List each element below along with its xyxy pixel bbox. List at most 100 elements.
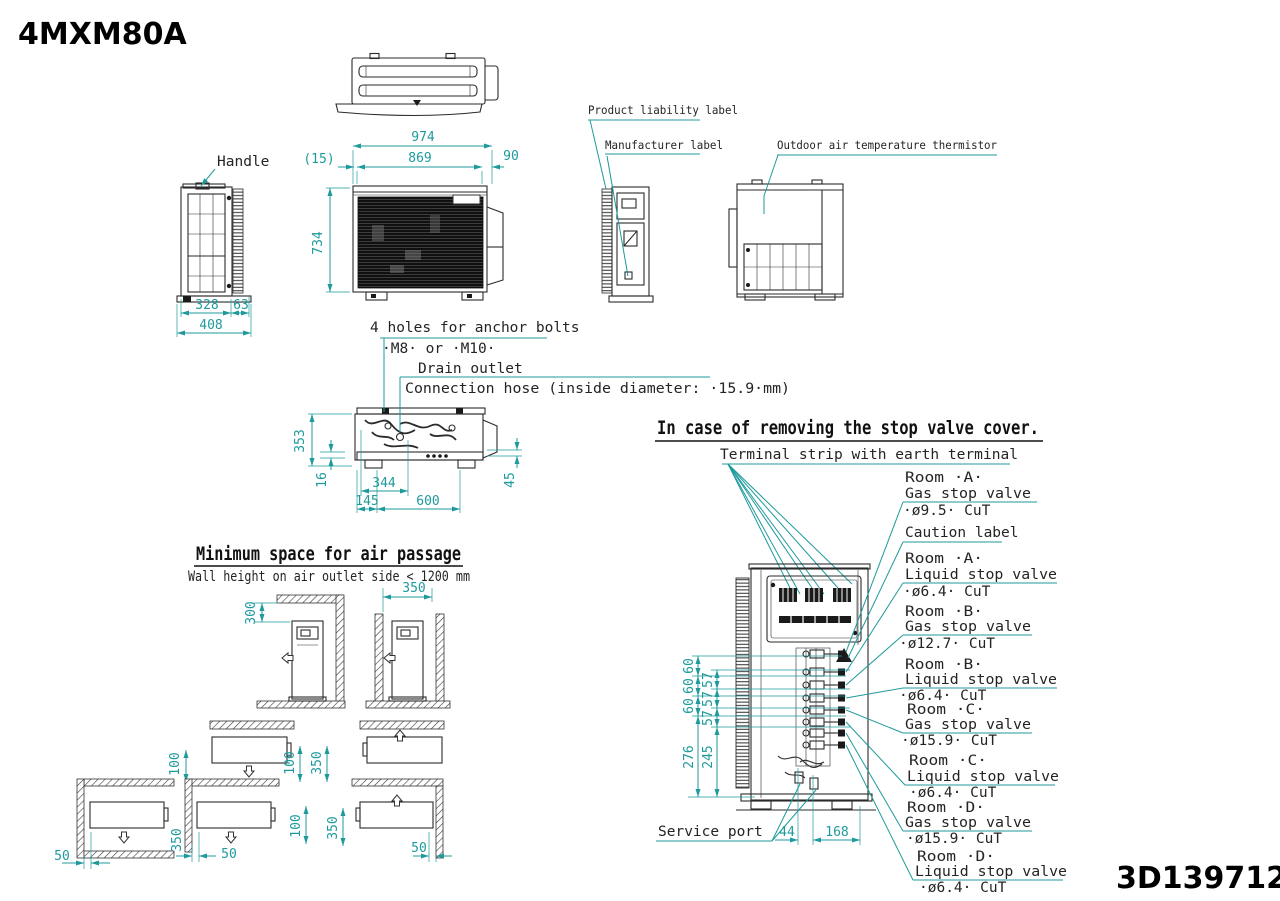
dim-space-front-e: 350 — [170, 828, 190, 852]
foot — [365, 291, 388, 301]
min-space-section: Minimum space for air passage Wall heigh… — [54, 543, 470, 869]
dim-space-back-1: 100 — [168, 750, 189, 782]
dim-bottom-bolt-span: 344 — [360, 430, 409, 496]
thermistor-label: Outdoor air temperature thermistor — [777, 138, 997, 152]
svg-text:50: 50 — [221, 847, 237, 862]
foot — [750, 800, 772, 810]
dim-space-side-top: 350 — [382, 581, 433, 612]
svg-text:350: 350 — [170, 828, 185, 851]
svg-text:974: 974 — [411, 130, 435, 145]
svg-text:60: 60 — [682, 658, 697, 674]
right-side-view: Product liability label Manufacturer lab… — [588, 103, 738, 303]
svg-text:168: 168 — [825, 825, 848, 840]
svg-text:350: 350 — [402, 581, 425, 596]
svg-text:44: 44 — [779, 825, 795, 840]
brand-label — [452, 194, 481, 205]
dim-space-gap-e: 50 — [54, 832, 110, 869]
anchor-bolts-label-1: 4 holes for anchor bolts — [370, 320, 580, 336]
airflow-arrow-icon — [394, 729, 406, 742]
airflow-arrow-icon — [281, 652, 294, 664]
top-view — [335, 52, 499, 117]
manufacturer-label-plate — [623, 230, 638, 247]
svg-text:Room ·A·: Room ·A· — [905, 551, 983, 567]
svg-text:·ø15.9· CuT: ·ø15.9· CuT — [906, 831, 1002, 847]
service-port — [809, 777, 819, 790]
valve-label-room-a-gas: Room ·A· Gas stop valve ·ø9.5· CuT — [845, 470, 1037, 653]
svg-text:Room ·C·: Room ·C· — [909, 753, 987, 769]
stop-valve-unit — [735, 563, 876, 811]
stop-valve-section: In case of removing the stop valve cover… — [655, 417, 1067, 896]
drain-outlet-label: Drain outlet — [418, 361, 523, 377]
valve-label-room-c-gas: Room ·C· Gas stop valve ·ø15.9· CuT — [845, 702, 1032, 749]
svg-text:50: 50 — [54, 849, 70, 864]
svg-text:57: 57 — [701, 672, 716, 688]
heat-exchanger-fins — [601, 188, 613, 294]
valve-label-room-b-liquid: Room ·B· Liquid stop valve ·ø6.4· CuT — [845, 657, 1057, 704]
airflow-arrow-icon — [391, 794, 403, 807]
svg-text:245: 245 — [701, 745, 716, 768]
svg-text:276: 276 — [682, 745, 697, 768]
svg-text:·ø12.7· CuT: ·ø12.7· CuT — [899, 636, 995, 652]
bottom-view: 4 holes for anchor bolts ·M8· or ·M10· D… — [293, 320, 790, 513]
svg-text:Liquid stop valve: Liquid stop valve — [905, 672, 1057, 688]
dim-bottom-foot: 16 — [315, 440, 345, 488]
space-diagram-bottom-row: 350 50 50 100 — [54, 778, 452, 869]
anchor-bolt-hole — [456, 408, 463, 414]
caution-label: Caution label — [847, 525, 1019, 659]
valve-labels: Room ·A· Gas stop valve ·ø9.5· CuT Cauti… — [845, 470, 1067, 896]
handle-label: Handle — [217, 154, 269, 170]
svg-text:145: 145 — [355, 494, 378, 509]
svg-text:45: 45 — [503, 472, 518, 488]
dim-side-total-depth: 408 — [176, 304, 252, 337]
svg-text:Gas stop valve: Gas stop valve — [905, 619, 1031, 635]
svg-text:Room ·A·: Room ·A· — [905, 470, 983, 486]
valve-label-room-d-liquid: Room ·D· Liquid stop valve ·ø6.4· CuT — [845, 744, 1067, 896]
dim-space-gap-f: 50 — [176, 832, 237, 862]
svg-text:·ø6.4· CuT: ·ø6.4· CuT — [909, 785, 997, 801]
service-port — [794, 771, 804, 784]
airflow-arrow-icon — [243, 765, 255, 778]
foot — [364, 459, 383, 469]
svg-text:16: 16 — [315, 472, 330, 488]
dim-side-body-depth: 328 — [180, 298, 232, 317]
svg-text:408: 408 — [199, 318, 222, 333]
dim-space-top: 300 — [244, 601, 290, 625]
dim-side-fin: 63 — [231, 296, 250, 317]
dim-space-back-f: 100 — [289, 806, 309, 844]
svg-text:Room ·D·: Room ·D· — [907, 800, 985, 816]
stop-valves — [802, 649, 845, 750]
svg-text:Room ·D·: Room ·D· — [917, 849, 995, 865]
caution-triangle — [836, 648, 852, 662]
dim-valve-bottom: 44 168 — [775, 768, 861, 845]
svg-text:Room ·C·: Room ·C· — [907, 702, 985, 718]
space-diagram-side-2: 350 — [365, 581, 451, 709]
svg-text:·ø6.4· CuT: ·ø6.4· CuT — [919, 880, 1007, 896]
svg-text:57: 57 — [701, 691, 716, 707]
front-view: 974 869 (15) 90 734 — [303, 130, 519, 301]
svg-text:869: 869 — [408, 151, 431, 166]
svg-text:63: 63 — [233, 298, 249, 313]
dim-space-gap-g: 50 — [411, 832, 452, 862]
dim-bottom-bolt-pitch: 600 — [377, 470, 461, 513]
fan-grille — [357, 196, 484, 289]
svg-text:50: 50 — [411, 841, 427, 856]
anchor-bolt-hole — [382, 408, 389, 414]
svg-text:Caution label: Caution label — [905, 525, 1019, 541]
svg-text:100: 100 — [289, 814, 304, 837]
min-space-title: Minimum space for air passage — [196, 543, 461, 565]
airflow-arrow-icon — [225, 831, 237, 844]
svg-text:Gas stop valve: Gas stop valve — [905, 486, 1031, 502]
svg-text:353: 353 — [293, 429, 308, 452]
drain-outlet-hole — [395, 432, 405, 442]
svg-text:100: 100 — [168, 752, 183, 775]
drawing-number: 3D139712 — [1116, 861, 1280, 896]
dim-front-height: 734 — [311, 187, 350, 293]
svg-text:60: 60 — [682, 698, 697, 714]
dim-bottom-depth: 353 — [293, 413, 352, 467]
dim-valve-left-chains: 60 60 60 57 57 57 276 245 — [682, 655, 850, 798]
valve-label-room-b-gas: Room ·B· Gas stop valve ·ø12.7· CuT — [845, 604, 1032, 686]
svg-text:60: 60 — [682, 678, 697, 694]
svg-text:57: 57 — [701, 710, 716, 726]
